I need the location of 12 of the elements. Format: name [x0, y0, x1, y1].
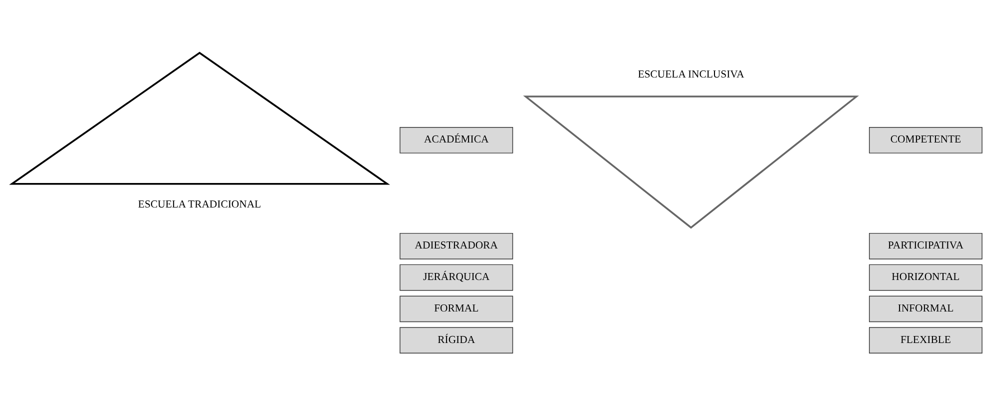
node-label: ESCUELA TRADICIONAL: [138, 198, 261, 211]
node-box: FLEXIBLE: [868, 327, 982, 354]
node-box: ACADÉMICA: [399, 127, 513, 154]
node-box: RÍGIDA: [399, 327, 513, 354]
node-box: ADIESTRADORA: [399, 232, 513, 260]
node-box: HORIZONTAL: [868, 264, 982, 291]
node-box: JERÁRQUICA: [399, 264, 513, 291]
node-box: INFORMAL: [868, 296, 982, 322]
node-box: COMPETENTE: [868, 127, 982, 154]
node-box: PARTICIPATIVA: [868, 232, 982, 260]
node-box: FORMAL: [399, 296, 513, 322]
node-label: ESCUELA INCLUSIVA: [637, 68, 744, 81]
